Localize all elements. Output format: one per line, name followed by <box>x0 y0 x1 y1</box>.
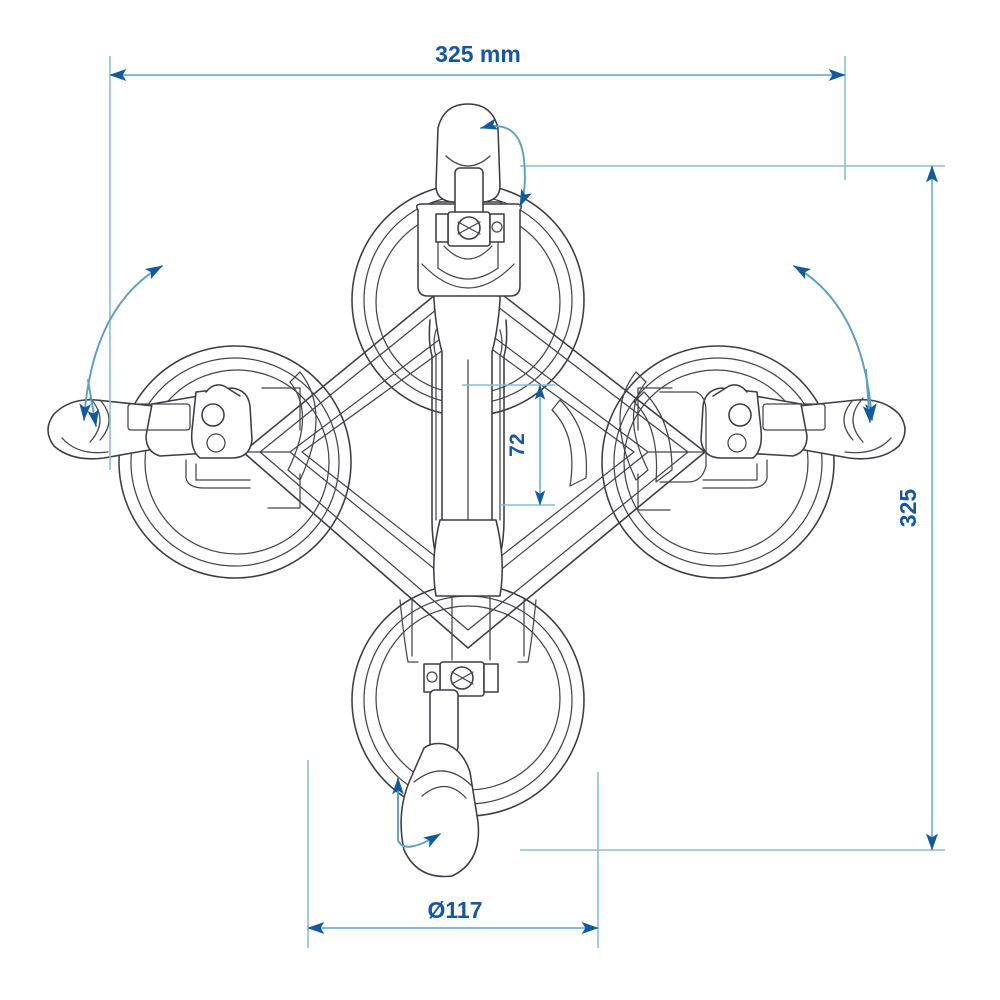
bottom-struts <box>399 599 537 663</box>
rotation-arrow-left <box>79 265 163 421</box>
rotation-arrow-top <box>480 118 532 207</box>
suction-cup-left <box>118 345 352 579</box>
dimension-label-overall-width: 325 mm <box>435 41 521 67</box>
lever-right <box>647 384 906 489</box>
pointer-arrow-right-lever <box>862 369 875 423</box>
suction-cup-right <box>601 345 835 579</box>
dimension-label-overall-height: 325 <box>895 489 921 528</box>
lever-top <box>435 103 505 260</box>
dimension-label-center-offset: 72 <box>506 433 529 457</box>
product-illustration <box>47 103 906 878</box>
rotation-arrow-bottom <box>392 777 441 848</box>
hub-detail-plates <box>287 371 707 487</box>
dimension-cup-diameter: Ø117 <box>307 760 599 948</box>
rotation-arrow-right <box>793 265 877 421</box>
dimension-center-offset: 72 <box>462 384 555 506</box>
pointer-arrow-left-lever <box>87 379 99 427</box>
dimension-overall-height: 325 <box>520 165 945 851</box>
dimension-label-cup-diameter: Ø117 <box>428 897 483 923</box>
